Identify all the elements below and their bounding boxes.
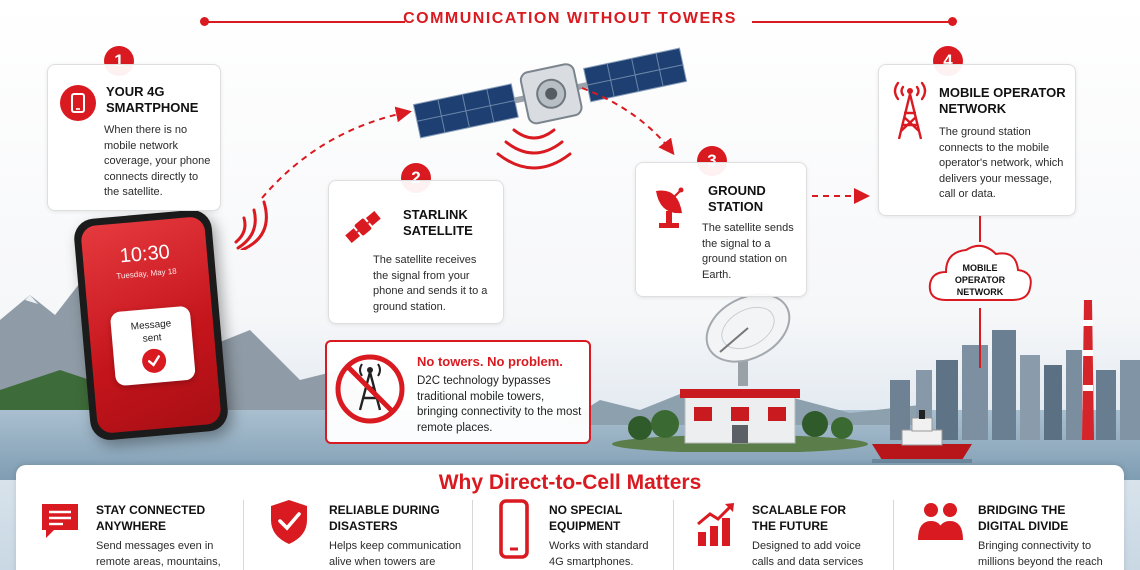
- feature-text-3: Works with standard 4G smartphones.: [549, 540, 649, 568]
- no-tower-icon: [335, 354, 405, 424]
- tugboat: [872, 410, 972, 463]
- feature-title-2: RELIABLE DURING DISASTERS: [329, 503, 440, 533]
- cloud-to-city-line: [979, 308, 981, 368]
- network-connector-line: [979, 216, 981, 242]
- step-card-ground-station: GROUND STATION The satellite sends the s…: [635, 162, 807, 297]
- cell-tower-icon: [893, 81, 927, 140]
- step-text-3: The satellite sends the signal to a grou…: [702, 222, 794, 281]
- message-sent-label: Message sent: [130, 318, 172, 345]
- step-card-satellite: STARLINK SATELLITE The satellite receive…: [328, 180, 504, 324]
- step-text-4: The ground station connects to the mobil…: [939, 126, 1064, 200]
- feature-text-2: Helps keep communication alive when towe…: [329, 540, 462, 568]
- feature-divider-2: [472, 500, 473, 570]
- shield-check-icon: [271, 500, 307, 544]
- feature-title-5: BRIDGING THE DIGITAL DIVIDE: [978, 503, 1069, 533]
- satellite-signal-waves: [496, 128, 572, 170]
- step-text-2: The satellite receives the signal from y…: [373, 254, 488, 313]
- large-satellite-dish: [705, 293, 791, 386]
- header-line-right: [752, 21, 952, 23]
- smartphone-icon: [60, 85, 96, 121]
- feature-title-3: NO SPECIAL EQUIPMENT: [549, 503, 623, 533]
- feature-divider-1: [243, 500, 244, 570]
- feature-title-1: STAY CONNECTED ANYWHERE: [96, 503, 206, 533]
- header-dot-left: [200, 17, 209, 26]
- feature-text-5: Bringing connectivity to millions beyond…: [978, 540, 1103, 568]
- no-towers-title: No towers. No problem.: [417, 354, 563, 369]
- step-card-smartphone: YOUR 4G SMARTPHONE When there is no mobi…: [47, 64, 221, 211]
- feature-divider-3: [673, 500, 674, 570]
- step-title-4: MOBILE OPERATOR NETWORK: [939, 85, 1066, 116]
- step-title-3: GROUND STATION: [708, 183, 766, 214]
- island: [612, 410, 868, 452]
- starlink-satellite-image: [412, 47, 688, 139]
- message-sent-card: Message sent: [109, 305, 196, 387]
- signal-arrows: [261, 87, 870, 204]
- step-title-1: YOUR 4G SMARTPHONE: [106, 84, 199, 115]
- smartphone-mockup: 10:30 Tuesday, May 18 Message sent: [72, 208, 230, 442]
- phone-screen: 10:30 Tuesday, May 18 Message sent: [80, 215, 222, 435]
- why-d2c-panel: [16, 465, 1124, 570]
- chat-icon: [42, 504, 78, 538]
- growth-chart-icon: [697, 503, 734, 546]
- no-towers-callout: No towers. No problem. D2C technology by…: [325, 340, 591, 444]
- check-circle-icon: [141, 347, 168, 374]
- cloud-shape: [928, 244, 1032, 301]
- why-d2c-title: Why Direct-to-Cell Matters: [438, 471, 702, 494]
- feature-text-1: Send messages even in remote areas, moun…: [96, 540, 221, 568]
- feature-title-4: SCALABLE FOR THE FUTURE: [752, 503, 846, 533]
- people-icon: [918, 503, 963, 540]
- satellite-dish-icon: [656, 187, 684, 228]
- phone-icon: [499, 499, 529, 559]
- ground-station-building: [680, 389, 800, 444]
- step-card-operator-network: MOBILE OPERATOR NETWORK The ground stati…: [878, 64, 1076, 216]
- feature-text-4: Designed to add voice calls and data ser…: [752, 540, 864, 568]
- step-title-2: STARLINK SATELLITE: [403, 207, 473, 238]
- cloud-label: MOBILE OPERATOR NETWORK: [954, 263, 1006, 297]
- step-text-1: When there is no mobile network coverage…: [104, 124, 211, 198]
- header-line-left: [205, 21, 405, 23]
- satellite-icon: [345, 210, 381, 244]
- page-title: COMMUNICATION WITHOUT TOWERS: [403, 10, 737, 27]
- no-towers-text: D2C technology bypasses traditional mobi…: [417, 375, 582, 434]
- city-skyline: [890, 300, 1140, 440]
- phone-signal-waves: [234, 200, 268, 250]
- feature-divider-4: [893, 500, 894, 570]
- header-dot-right: [948, 17, 957, 26]
